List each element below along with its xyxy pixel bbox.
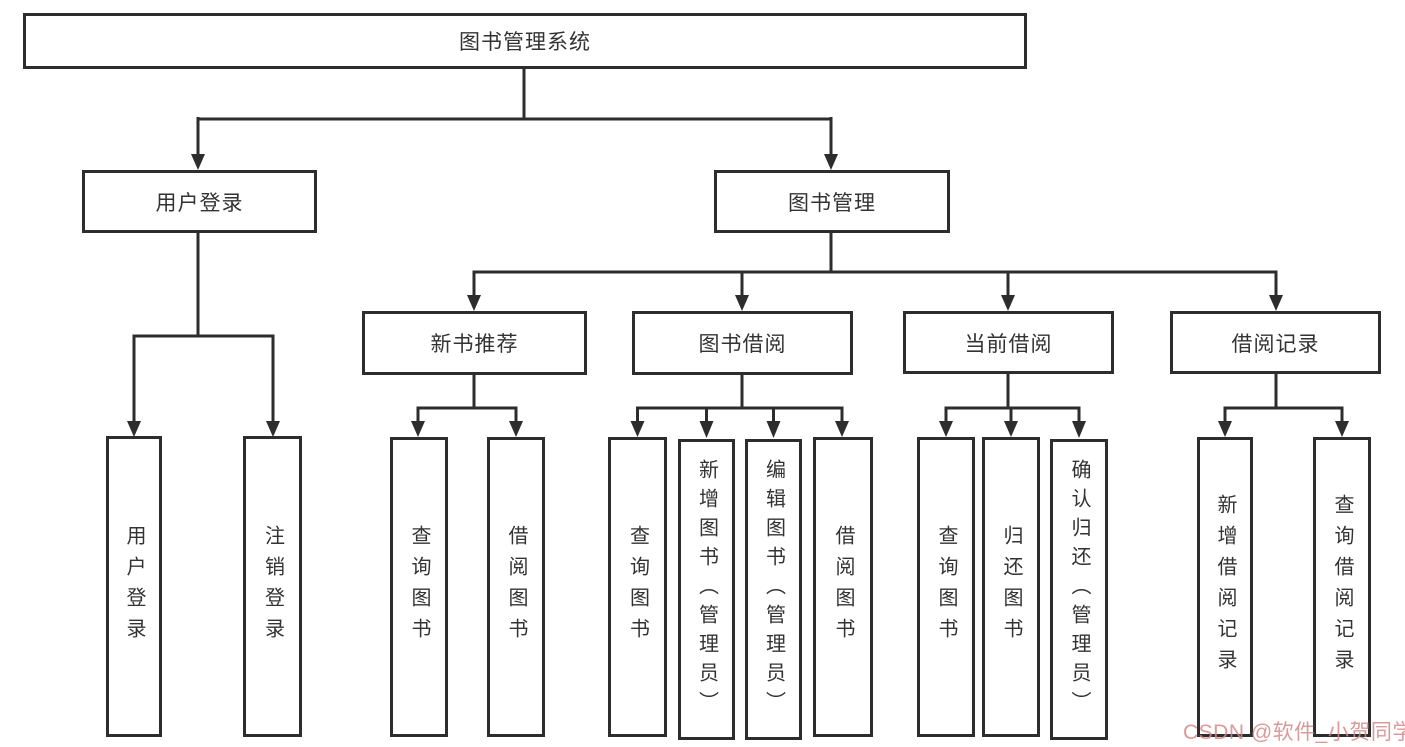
arrowhead [939,421,953,437]
arrowhead [127,421,141,437]
arrowhead [735,295,749,311]
arrowhead [191,154,205,170]
leaf-add-book-admin: 新增图书（管理员） [678,439,735,740]
node-book-borrowing: 图书借阅 [632,311,853,375]
node-root-label: 图书管理系统 [459,31,591,54]
leaf-logout-label: 注销登录 [261,524,284,649]
node-book-borrowing-label: 图书借阅 [698,333,787,356]
arrowhead [835,421,849,437]
leaf-borrow-book-1-label: 借阅图书 [505,525,527,649]
arrowhead [1269,295,1283,311]
node-borrowing-records: 借阅记录 [1170,311,1381,374]
connector-root-to-level1 [196,68,833,158]
leaf-confirm-return-admin: 确认归还（管理员） [1050,439,1108,740]
leaf-borrow-book-2-label: 借阅图书 [832,525,854,649]
connector-bookborrow-to-leaves [636,375,844,423]
connector-newbookrec-to-leaves [416,375,518,423]
arrowhead [699,421,714,438]
node-new-book-recommendation-label: 新书推荐 [430,333,519,356]
arrowhead [766,421,781,438]
node-new-book-recommendation: 新书推荐 [362,311,587,375]
arrowhead [467,295,481,311]
arrowhead [411,421,425,437]
leaf-query-book-2-label: 查询图书 [626,525,649,649]
node-root: 图书管理系统 [23,13,1027,69]
node-book-management: 图书管理 [714,170,950,233]
arrowhead [1004,421,1018,437]
leaf-query-book-3: 查询图书 [917,437,975,737]
leaf-query-book-1: 查询图书 [390,437,448,737]
leaf-borrow-book-2: 借阅图书 [813,437,873,737]
leaf-edit-book-admin-label: 编辑图书（管理员） [762,459,785,720]
node-borrowing-records-label: 借阅记录 [1231,332,1320,356]
leaf-return-book-label: 归还图书 [1000,525,1022,649]
arrowhead [509,421,523,437]
arrowhead [1072,421,1086,438]
node-current-borrowing: 当前借阅 [903,311,1114,374]
node-user-login: 用户登录 [82,170,317,233]
leaf-return-book: 归还图书 [982,437,1040,737]
arrowhead [630,421,645,437]
node-current-borrowing-label: 当前借阅 [964,332,1053,356]
connector-bookmgmt-to-level2 [472,233,1278,297]
arrowhead [266,421,280,437]
arrowhead [1218,421,1232,437]
leaf-confirm-return-admin-label: 确认归还（管理员） [1068,459,1090,720]
connector-userlogin-to-leaves [132,233,275,423]
leaf-query-borrow-record-label: 查询借阅记录 [1331,494,1353,680]
leaf-query-book-2: 查询图书 [608,437,667,737]
arrowhead [824,154,838,170]
arrowhead [1335,421,1349,437]
leaf-query-book-1-label: 查询图书 [408,525,430,649]
leaf-logout: 注销登录 [243,436,302,737]
leaf-borrow-book-1: 借阅图书 [487,437,545,737]
leaf-edit-book-admin: 编辑图书（管理员） [745,439,802,740]
csdn-watermark: CSDN @软件_小贺同学 [1183,721,1405,744]
leaf-add-book-admin-label: 新增图书（管理员） [695,459,718,720]
node-book-management-label: 图书管理 [788,191,876,215]
leaf-user-login: 用户登录 [106,436,162,737]
arrowhead [1001,295,1015,311]
leaf-query-book-3-label: 查询图书 [935,525,957,649]
connector-borrowrecords-to-leaves [1223,374,1344,423]
connector-currentborrow-to-leaves [944,374,1081,423]
node-user-login-label: 用户登录 [155,191,244,215]
leaf-user-login-label: 用户登录 [123,524,145,649]
leaf-add-borrow-record: 新增借阅记录 [1197,437,1253,737]
leaf-query-borrow-record: 查询借阅记录 [1313,437,1371,737]
leaf-add-borrow-record-label: 新增借阅记录 [1214,494,1236,680]
